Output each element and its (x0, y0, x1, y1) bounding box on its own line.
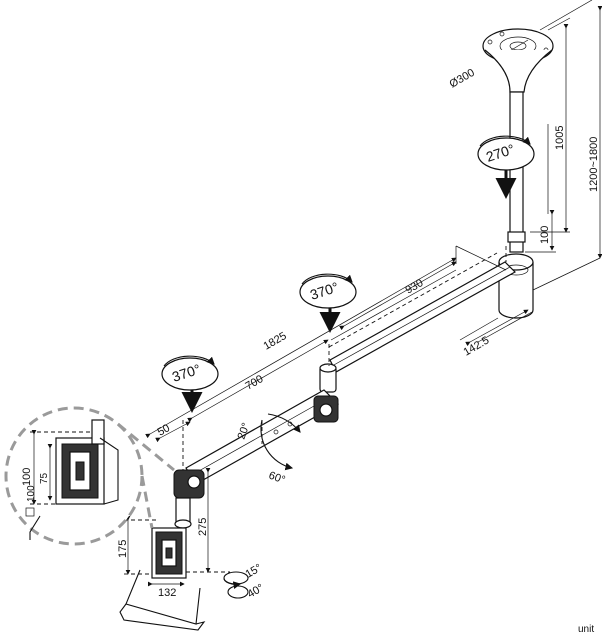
mid-joint-rotation-indicator: 370° (299, 273, 357, 333)
ceiling-flange (482, 28, 554, 93)
height-range-label: 1200~1800 (588, 137, 600, 192)
pan-indicator: 15° 40° (223, 562, 266, 601)
column-length-label: 1005 (554, 126, 566, 150)
mount-dimensions: 175 132 (117, 515, 185, 599)
joint-drop-dimension: 275 (186, 467, 230, 573)
detail-dimensions: 100 75 100 (21, 429, 53, 540)
pan-large-label: 40° (246, 582, 266, 601)
column-rotation-indicator: 270° (477, 135, 535, 199)
tilt-up-label: 20° (236, 421, 253, 441)
outer-arm (328, 246, 516, 373)
detail-inner-label: 75 (39, 472, 50, 484)
mount-width-label: 132 (158, 587, 176, 599)
tilt-down-label: 60° (267, 470, 287, 487)
detail-height-label: 100 (21, 468, 33, 486)
mid-joint (319, 344, 337, 393)
flange-diameter-label: Ø300 (448, 67, 477, 91)
inner-arm-length-label: 700 (244, 373, 266, 393)
detail-bracket (30, 419, 119, 505)
height-dimension-lines (525, 0, 602, 291)
monitor-mount (151, 527, 187, 579)
collar-height-label: 100 (539, 226, 551, 244)
tilt-indicator: 20° 60° (236, 413, 301, 487)
pan-small-label: 15° (244, 562, 264, 581)
monitor-outline (119, 569, 206, 631)
mount-height-label: 175 (117, 540, 129, 558)
joint-drop-label: 275 (197, 518, 209, 536)
joint-offset-label: 50 (156, 422, 173, 439)
ceiling-column (498, 91, 534, 319)
inner-joint (173, 420, 205, 529)
total-arm-length-label: 1825 (262, 330, 289, 353)
unit-label: unit (578, 624, 594, 635)
inner-joint-rotation-indicator: 370° (161, 355, 219, 413)
outer-arm-length-label: 930 (404, 277, 426, 297)
detail-secondary-label: 100 (26, 485, 37, 502)
joint-offset-dimension: 50 (155, 421, 191, 443)
